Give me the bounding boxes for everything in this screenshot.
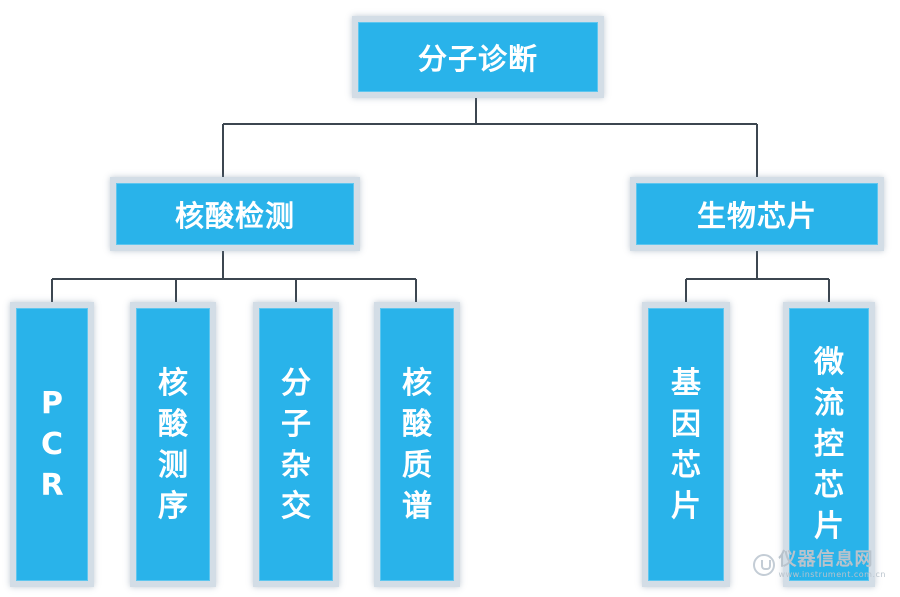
leaf-node-label: 核酸测序 [158, 365, 188, 524]
leaf-node-label: 分子杂交 [281, 365, 311, 524]
root-node: 分子诊断 [352, 16, 604, 98]
leaf-node-label: PCR [40, 386, 64, 503]
leaf-node-molecular-hybridization: 分子杂交 [253, 302, 339, 587]
watermark-sub: www.instrument.com.cn [778, 570, 886, 579]
branch-node-nucleic-acid-detection: 核酸检测 [110, 177, 360, 251]
leaf-node-label: 微流控芯片 [814, 345, 844, 544]
branch-node-biochip: 生物芯片 [630, 177, 884, 251]
leaf-node-nucleic-acid-mass-spec: 核酸质谱 [374, 302, 460, 587]
watermark-main: 仪器信息网 [778, 549, 874, 570]
branch-node-label: 核酸检测 [174, 199, 295, 233]
watermark: 仪器信息网 www.instrument.com.cn [752, 549, 886, 579]
leaf-node-gene-chip: 基因芯片 [642, 302, 730, 587]
branch-node-label: 生物芯片 [696, 199, 817, 233]
leaf-node-nucleic-acid-sequencing: 核酸测序 [130, 302, 216, 587]
root-node-label: 分子诊断 [417, 42, 538, 76]
leaf-node-label: 基因芯片 [671, 365, 701, 524]
leaf-node-label: 核酸质谱 [402, 365, 432, 524]
leaf-node-pcr: PCR [10, 302, 94, 587]
flask-icon [752, 554, 775, 576]
leaf-node-microfluidic-chip: 微流控芯片 [783, 302, 875, 587]
